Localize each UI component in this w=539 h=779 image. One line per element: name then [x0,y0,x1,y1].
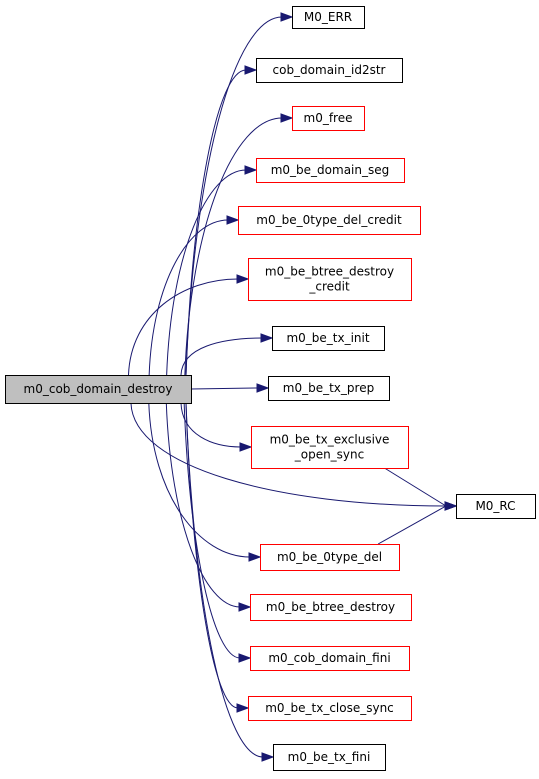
edge-root-to-m0_be_btree_destroy [165,402,252,612]
node-label: m0_be_tx_init [286,331,369,345]
node-label: m0_be_tx_exclusive [270,433,390,447]
edge-m0_be_0type_del-to-m0_rc [377,501,458,545]
arrowhead [236,703,250,713]
node-box [272,326,385,351]
edge-root-to-m0_be_tx_init [180,333,274,376]
arrowhead [236,274,250,284]
node-cob_domain_id2str[interactable]: cob_domain_id2str [256,58,403,83]
node-m0_rc[interactable]: M0_RC [456,494,536,519]
edge-root-to-m0_be_domain_seg [166,165,258,376]
node-m0_be_tx_close_sync[interactable]: m0_be_tx_close_sync [248,696,412,721]
arrowhead [226,215,240,225]
node-root[interactable]: m0_cob_domain_destroy [5,375,192,404]
node-label: m0_cob_domain_fini [268,651,390,665]
arrowhead [261,752,275,762]
node-m0_cob_domain_fini[interactable]: m0_cob_domain_fini [250,646,410,671]
node-m0_be_btree_destroy_credit[interactable]: m0_be_btree_destroy_credit [248,258,412,301]
node-m0_be_tx_prep[interactable]: m0_be_tx_prep [268,376,390,401]
node-label: m0_be_btree_destroy [265,265,394,279]
edge-root-to-m0_be_btree_destroy_credit [128,274,250,376]
node-box [250,646,410,671]
node-box [456,494,536,519]
node-label: m0_cob_domain_destroy [24,382,173,396]
arrowhead [280,113,294,123]
node-label: _credit [308,280,350,294]
node-m0_be_tx_fini[interactable]: m0_be_tx_fini [273,744,386,771]
node-box [273,744,386,771]
arrowhead [260,333,274,343]
arrowhead [280,12,294,22]
node-label: cob_domain_id2str [273,63,386,77]
node-label: m0_be_tx_prep [283,381,374,395]
arrowhead [256,383,270,393]
node-label: m0_free [304,111,353,125]
arrowhead [244,65,258,75]
node-box [256,58,403,83]
node-label: m0_be_0type_del [277,550,382,564]
node-m0_be_domain_seg[interactable]: m0_be_domain_seg [256,158,405,183]
node-box [256,158,405,183]
node-m0_be_btree_destroy[interactable]: m0_be_btree_destroy [250,594,412,621]
edge-root-to-m0_be_tx_prep [190,383,270,393]
arrowhead [238,602,252,612]
node-box [251,426,409,469]
node-m0_free[interactable]: m0_free [292,106,365,131]
arrowhead [238,653,252,663]
node-box [248,258,412,301]
node-m0_err[interactable]: M0_ERR [292,6,365,29]
node-m0_be_0type_del[interactable]: m0_be_0type_del [260,544,400,571]
node-m0_be_tx_init[interactable]: m0_be_tx_init [272,326,385,351]
arrowhead [244,165,258,175]
node-m0_be_tx_exclusive_open_sync[interactable]: m0_be_tx_exclusive_open_sync [251,426,409,469]
node-label: m0_be_btree_destroy [266,600,395,614]
edge-root-to-m0_free [184,113,294,376]
edge-root-to-m0_be_tx_fini [185,402,275,762]
arrowhead [444,501,458,511]
node-m0_be_0type_del_credit[interactable]: m0_be_0type_del_credit [238,206,421,235]
node-box [260,544,400,571]
node-box [248,696,412,721]
node-label: m0_be_tx_close_sync [265,701,394,715]
node-box [268,376,390,401]
edge-root-to-m0_be_tx_close_sync [185,402,250,713]
edge-root-to-m0_be_0type_del_credit [148,215,240,376]
node-label: m0_be_domain_seg [271,163,390,177]
arrowhead [248,552,262,562]
edges-layer [128,12,458,762]
edge-root-to-m0_cob_domain_fini [183,402,252,663]
node-box [292,106,365,131]
node-box [292,6,365,29]
node-label: m0_be_0type_del_credit [256,213,402,227]
node-label: M0_ERR [304,10,352,24]
node-label: m0_be_tx_fini [288,750,371,764]
node-label: _open_sync [294,448,365,462]
node-box [250,594,412,621]
node-box [5,375,192,404]
arrowhead [239,442,253,452]
node-box [238,206,421,235]
edge-root-to-m0_be_0type_del [148,402,262,562]
node-label: M0_RC [475,499,515,513]
edge-root-to-m0_be_tx_exclusive_open_sync [180,402,253,452]
nodes-layer: m0_cob_domain_destroy M0_ERR cob_domain_id… [5,6,536,771]
